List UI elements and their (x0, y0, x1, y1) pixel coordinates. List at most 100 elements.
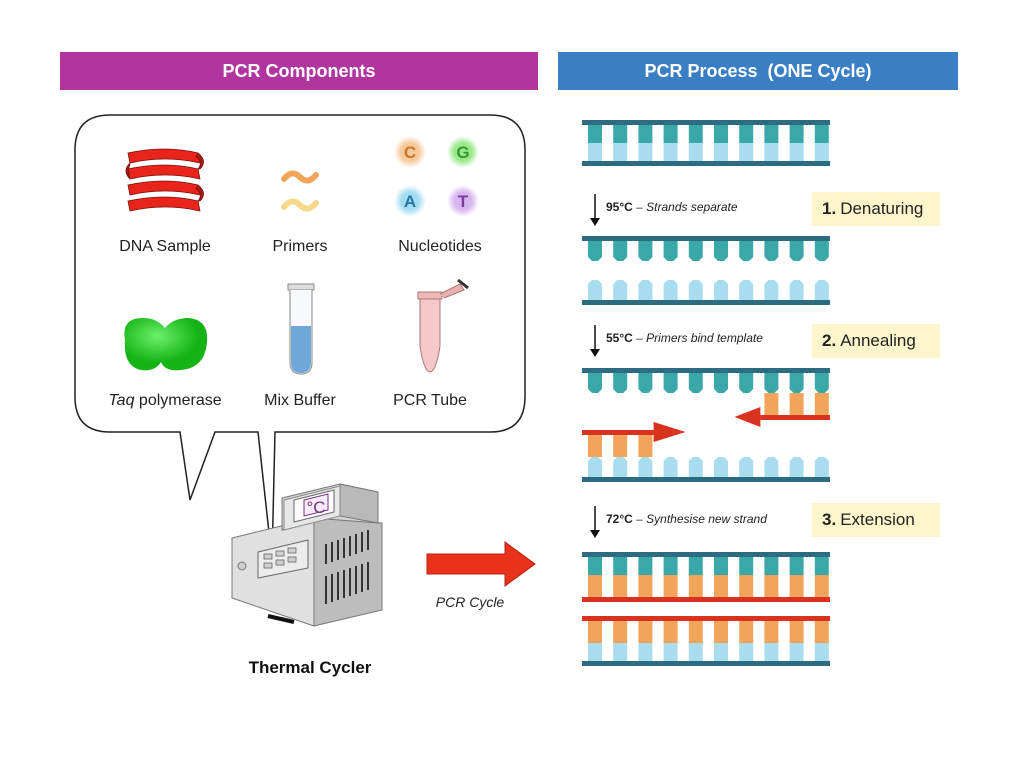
base (688, 643, 703, 661)
new-base (688, 621, 703, 643)
primer-base (638, 435, 653, 457)
new-base (714, 575, 728, 597)
primer-backbone (764, 415, 830, 420)
base (588, 241, 602, 261)
base (764, 280, 779, 300)
thermal-cycler-label: Thermal Cycler (248, 658, 372, 677)
base (764, 143, 779, 161)
base (613, 280, 628, 300)
base (638, 457, 653, 477)
step-extension: 3.Extension (812, 503, 940, 537)
pcr-tube-icon (417, 278, 469, 373)
base (789, 280, 804, 300)
new-base (764, 621, 779, 643)
base (588, 373, 602, 393)
base (688, 457, 703, 477)
base (613, 125, 628, 143)
new-base (663, 575, 678, 597)
nucleotides-icon: C G A T (394, 136, 479, 217)
base (663, 643, 678, 661)
base (739, 643, 754, 661)
backbone (582, 368, 830, 373)
base (739, 143, 754, 161)
new-base (663, 621, 678, 643)
enzyme-icon (124, 318, 208, 371)
backbone (582, 477, 830, 482)
base (739, 557, 754, 575)
display-text: °C (306, 498, 325, 517)
base-c: C (404, 143, 416, 162)
taq-italic: Taq (108, 392, 135, 409)
base (688, 143, 703, 161)
down-arrow-icon (590, 325, 600, 357)
base (814, 241, 829, 261)
temp-step-1: 95°C – Strands separate (606, 200, 738, 214)
primer-base (789, 393, 804, 415)
base (789, 557, 804, 575)
primer-arrow (760, 415, 767, 420)
base (764, 457, 779, 477)
process-header: PCR Process (ONE Cycle) (558, 52, 958, 90)
base (588, 457, 602, 477)
base (638, 557, 653, 575)
backbone (582, 552, 830, 557)
base (739, 241, 754, 261)
new-base (638, 575, 653, 597)
base (638, 241, 653, 261)
base (638, 373, 653, 393)
base (688, 280, 703, 300)
new-base (814, 575, 829, 597)
new-base (638, 621, 653, 643)
base (588, 557, 602, 575)
mix-buffer-label: Mix Buffer (264, 392, 336, 409)
base (789, 241, 804, 261)
base (714, 241, 728, 261)
base (714, 457, 728, 477)
base (714, 643, 728, 661)
primer-base (588, 435, 602, 457)
base (588, 125, 602, 143)
backbone (582, 300, 830, 305)
base-g: G (456, 143, 469, 162)
base (764, 241, 779, 261)
base (814, 457, 829, 477)
step-annealing: 2.Annealing (812, 324, 940, 358)
new-base (764, 575, 779, 597)
base (588, 643, 602, 661)
base (714, 280, 728, 300)
base (789, 143, 804, 161)
primer-arrow (653, 422, 686, 442)
new-base (714, 621, 728, 643)
base (814, 643, 829, 661)
primer-arrow (734, 407, 761, 427)
base (814, 373, 829, 393)
base (663, 280, 678, 300)
new-base (613, 575, 628, 597)
base (638, 143, 653, 161)
polymerase-text: polymerase (134, 392, 222, 409)
backbone (582, 120, 830, 125)
test-tube-icon (287, 283, 315, 375)
base (764, 125, 779, 143)
temp-step-2: 55°C – Primers bind template (606, 331, 763, 345)
new-base (588, 575, 602, 597)
new-base (739, 621, 754, 643)
base (588, 143, 602, 161)
base (764, 643, 779, 661)
new-base (789, 621, 804, 643)
primer-base (613, 435, 628, 457)
dna-sample-label: DNA Sample (119, 238, 211, 255)
base (638, 280, 653, 300)
base (663, 143, 678, 161)
base (714, 143, 728, 161)
base (688, 557, 703, 575)
new-backbone (582, 616, 830, 621)
base (613, 643, 628, 661)
base (789, 457, 804, 477)
nucleotides-label: Nucleotides (398, 238, 482, 255)
base (663, 241, 678, 261)
components-header: PCR Components (60, 52, 538, 90)
base (663, 457, 678, 477)
primers-label: Primers (272, 238, 328, 255)
dna-helix-icon (125, 148, 204, 212)
